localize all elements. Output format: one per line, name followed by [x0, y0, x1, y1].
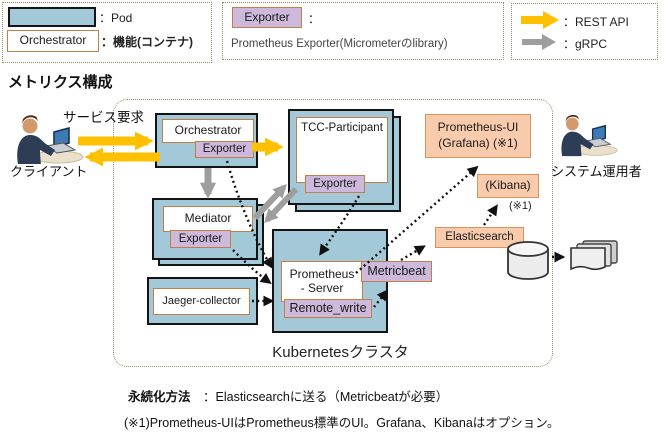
- persistence-note: 永続化方法 ：Elasticsearchに送る（Metricbeatが必要）: [128, 386, 448, 405]
- kubernetes-cluster-label: Kubernetesクラスタ: [272, 344, 409, 361]
- mediator-box: Mediator: [163, 206, 253, 232]
- tcc-exporter-box: Exporter: [305, 175, 365, 193]
- tcc-participant-box: TCC-Participant: [296, 117, 388, 183]
- service-request-label: サービス要求: [63, 110, 144, 125]
- metricbeat-box: Metricbeat: [361, 261, 432, 282]
- jaeger-collector-box: Jaeger-collector: [153, 288, 250, 315]
- kubernetes-cluster-boundary: [113, 99, 553, 367]
- pod-swatch: [8, 7, 96, 27]
- pod-legend-label: ：Pod: [99, 11, 133, 25]
- database-cylinder-icon: [507, 241, 549, 280]
- legend-pod-box: [2, 2, 212, 63]
- legend-exporter-box: [222, 2, 504, 60]
- orchestrator-box: Orchestrator: [162, 119, 254, 143]
- grpc-arrow-icon: [522, 34, 556, 50]
- grpc-legend-label: ：gRPC: [563, 37, 608, 51]
- exporter-colon: ：: [308, 12, 321, 26]
- container-sample-box: Orchestrator: [7, 30, 99, 52]
- legend-arrows-box: [511, 3, 658, 60]
- prometheus-server-box: Prometheus - Server: [281, 261, 363, 302]
- prometheus-ui-box: Prometheus-UI (Grafana) (※1): [425, 114, 531, 158]
- prometheus-ui-line2: (Grafana) (※1): [438, 136, 518, 150]
- kibana-box: (Kibana): [477, 174, 539, 198]
- persistence-note-body: ：Elasticsearchに送る（Metricbeatが必要）: [190, 390, 449, 404]
- documents-icon: [570, 240, 618, 271]
- kibana-note: (※1): [509, 200, 532, 212]
- remote-write-box: Remote_write: [284, 299, 372, 318]
- prometheus-server-line2: - Server: [300, 280, 344, 295]
- operator-label: システム運用者: [551, 164, 642, 179]
- mediator-exporter-box: Exporter: [170, 230, 231, 248]
- operator-person-icon: [561, 114, 618, 157]
- page-title: メトリクス構成: [8, 74, 113, 91]
- prometheus-ui-line1: Prometheus-UI: [437, 120, 519, 135]
- footnote: (※1)Prometheus-UIはPrometheus標準のUI。Grafan…: [124, 416, 560, 430]
- rest-api-arrow-icon: [521, 11, 559, 29]
- container-legend-label: ：機能(コンテナ): [101, 35, 193, 49]
- exporter-sample-box: Exporter: [232, 7, 302, 28]
- prometheus-server-line1: Prometheus: [289, 267, 355, 282]
- client-label: クライアント: [10, 164, 88, 179]
- client-person-icon: [17, 115, 84, 164]
- orchestrator-exporter-box: Exporter: [195, 141, 254, 158]
- persistence-note-head: 永続化方法: [128, 390, 191, 404]
- exporter-legend-desc: Prometheus Exporter(Micrometerのlibrary): [231, 38, 448, 50]
- rest-api-legend-label: ：REST API: [563, 15, 629, 29]
